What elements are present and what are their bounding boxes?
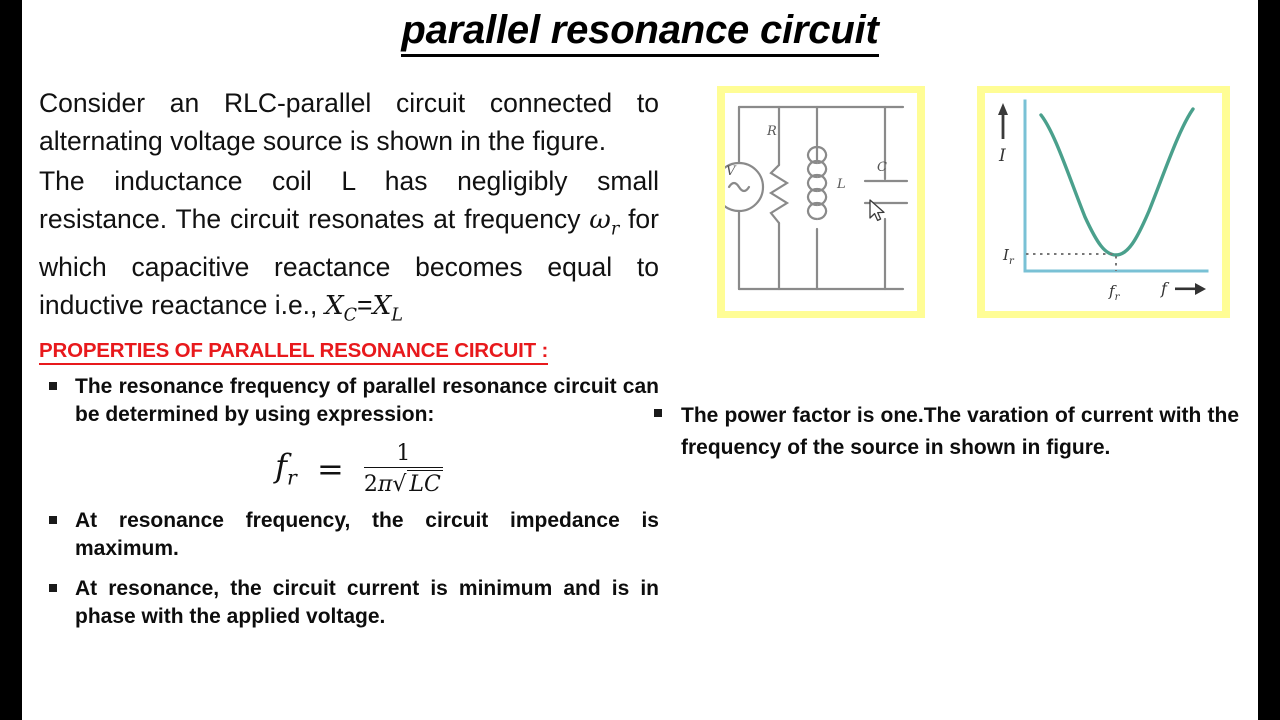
left-bullet-list: The resonance frequency of parallel reso… [39,373,659,429]
xc-symbol: XC [324,290,358,326]
list-item: The power factor is one.The varation of … [639,400,1239,464]
bullet-square-icon [49,583,57,592]
left-content-column: Consider an RLC-parallel circuit connect… [39,84,659,643]
resonance-frequency-formula: fr = 1 2π√LC [39,441,659,497]
resonance-current-curve [1039,107,1195,257]
radical-sign: √ [392,471,407,497]
current-vs-frequency-graph-figure: I Ir fr f [977,86,1230,318]
formula-equals: = [316,449,344,488]
paragraph-inductance: The inductance coil L has negligibly sma… [39,162,659,335]
formula-numerator: 1 [363,441,443,468]
list-item-text: At resonance frequency, the circuit impe… [75,508,659,560]
paragraph-inductance-part2: for which capacitive reactance becomes e… [39,204,659,321]
circuit-label-inductor: L [836,177,846,192]
graph-label-fr: fr [1108,282,1121,303]
formula-lhs: fr [275,447,297,490]
bullet-square-icon [49,381,57,390]
list-item-text: The resonance frequency of parallel reso… [75,374,659,426]
formula-expression: fr = 1 2π√LC [275,441,443,497]
y-axis-arrow-icon [998,103,1008,139]
circuit-label-resistor: R [766,124,777,139]
list-item: At resonance frequency, the circuit impe… [39,507,659,563]
properties-heading: PROPERTIES OF PARALLEL RESONANCE CIRCUIT… [39,338,659,365]
graph-label-current: I [998,146,1006,166]
bullet-square-icon [654,409,662,417]
equals-sign: = [357,290,373,321]
graph-label-ir: Ir [1002,246,1015,267]
circuit-label-capacitor: C [877,160,887,175]
graph-label-frequency: f [1160,279,1170,298]
list-item-text: At resonance, the circuit current is min… [75,576,659,628]
radicand: LC [407,469,443,497]
resonance-graph-svg: I Ir fr f [998,99,1209,303]
bullet-square-icon [49,515,57,524]
bottom-letterbox-strip [0,686,1280,720]
circuit-diagram-svg: V R L C [725,105,909,291]
left-bullet-list-2: At resonance frequency, the circuit impe… [39,507,659,631]
page-title: parallel resonance circuit [22,8,1258,57]
paragraph-intro: Consider an RLC-parallel circuit connect… [39,88,659,156]
paragraph-inductance-part1: The inductance coil L has negligibly sma… [39,166,659,234]
xl-symbol: XL [372,290,404,326]
formula-denominator: 2π√LC [363,469,443,497]
slide-bottom-area [22,686,1258,720]
list-item: At resonance, the circuit current is min… [39,575,659,631]
page-title-text: parallel resonance circuit [401,8,879,57]
rlc-parallel-circuit-figure: V R L C [717,86,925,318]
right-content-column: The power factor is one.The varation of … [639,390,1239,476]
x-axis-arrow-icon [1175,283,1206,295]
formula-fraction: 1 2π√LC [363,441,443,497]
list-item: The resonance frequency of parallel reso… [39,373,659,429]
circuit-label-source: V [726,164,737,179]
list-item-text: The power factor is one.The varation of … [681,404,1239,459]
slide-canvas: parallel resonance circuit Consider an R… [22,0,1258,720]
right-bullet-list: The power factor is one.The varation of … [639,400,1239,464]
properties-heading-text: PROPERTIES OF PARALLEL RESONANCE CIRCUIT… [39,338,548,365]
omega-r-symbol: ωr [589,204,620,240]
